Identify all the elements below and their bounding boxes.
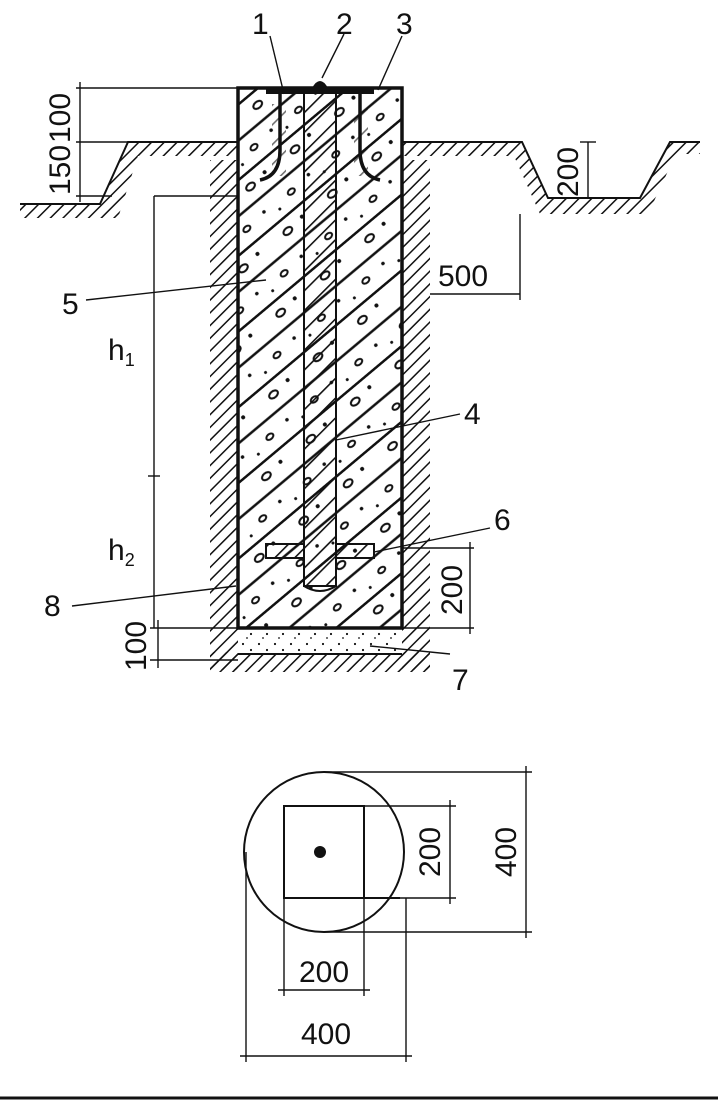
dim-bottom-200: 200 bbox=[436, 565, 469, 615]
callout-5: 5 bbox=[62, 288, 79, 321]
dim-top-100: 100 bbox=[44, 93, 77, 143]
height-h1: h1 bbox=[108, 334, 135, 370]
callout-8: 8 bbox=[44, 590, 61, 623]
dim-plan-bottom-200: 200 bbox=[299, 956, 349, 989]
ground-surface bbox=[20, 141, 700, 218]
plan-view: 200 400 200 400 bbox=[240, 766, 532, 1062]
rod-center-dot bbox=[314, 846, 326, 858]
callout-7: 7 bbox=[452, 664, 469, 697]
callout-6: 6 bbox=[494, 504, 511, 537]
dim-base-100: 100 bbox=[120, 621, 153, 671]
dim-offset-500: 500 bbox=[438, 260, 488, 293]
callout-4: 4 bbox=[464, 398, 481, 431]
callout-labels: 1 2 3 5 4 6 8 7 bbox=[44, 8, 511, 697]
height-labels: h1 h2 bbox=[108, 334, 135, 570]
anchor-rod bbox=[303, 91, 337, 592]
dim-plan-bottom-400: 400 bbox=[301, 1018, 351, 1051]
mark-plate bbox=[266, 81, 374, 94]
dim-trench-200: 200 bbox=[552, 147, 585, 197]
callout-2: 2 bbox=[336, 8, 353, 41]
dim-top-150: 150 bbox=[44, 145, 77, 195]
callout-1: 1 bbox=[252, 8, 269, 41]
hook-anchors bbox=[259, 94, 381, 182]
height-h2: h2 bbox=[108, 534, 135, 570]
dim-plan-side-200: 200 bbox=[414, 827, 447, 877]
dim-plan-side-400: 400 bbox=[490, 827, 523, 877]
cross-bar bbox=[265, 543, 375, 559]
callout-3: 3 bbox=[396, 8, 413, 41]
elevation-dimension-text: 100 150 200 500 200 100 bbox=[44, 93, 585, 671]
pit-soil-walls bbox=[210, 160, 430, 672]
elevation-dimension-lines bbox=[71, 33, 596, 668]
sand-bed bbox=[238, 628, 402, 654]
